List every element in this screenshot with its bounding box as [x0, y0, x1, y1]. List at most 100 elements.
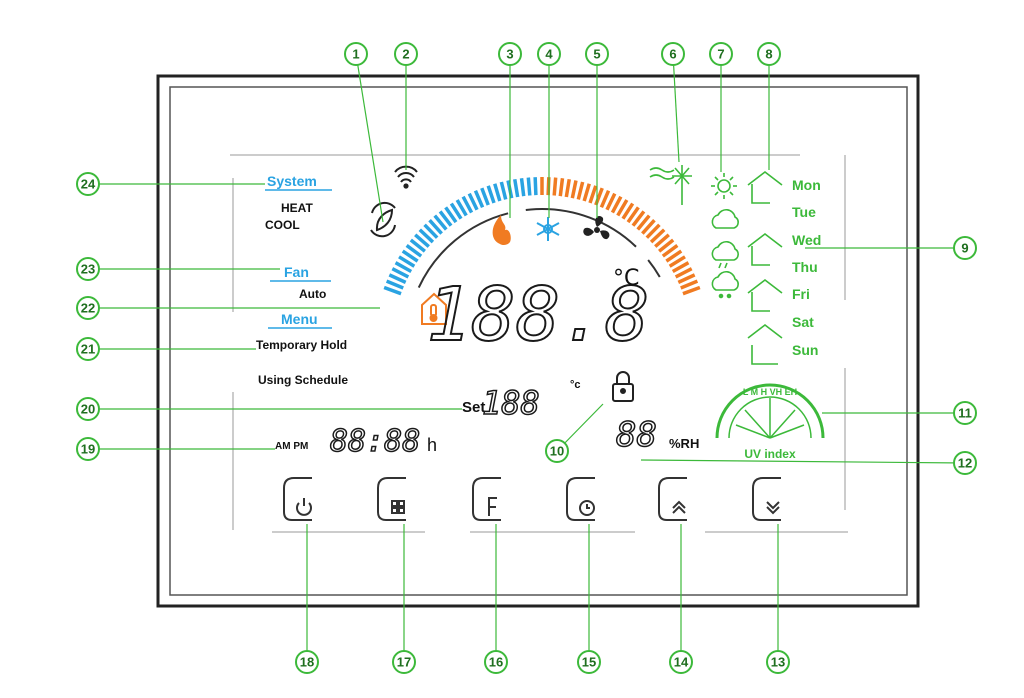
- callout-leader: [355, 53, 384, 223]
- chevron-down-icon: [766, 501, 780, 515]
- gauge-segment: [677, 273, 696, 284]
- callout-circle: [709, 42, 733, 66]
- callout-number: 5: [593, 47, 600, 62]
- callout-circle: [766, 650, 790, 674]
- left-panel: System HEAT COOL Fan Auto Menu Temporary…: [256, 173, 348, 387]
- uv-index-label: UV index: [744, 447, 796, 461]
- gauge-segment: [519, 178, 526, 197]
- down-button[interactable]: [752, 477, 781, 521]
- callout-circle: [953, 451, 977, 475]
- gauge-inner-arc: [417, 208, 661, 288]
- callout-number: 20: [81, 402, 95, 417]
- set-temperature-unit: °c: [570, 379, 581, 391]
- gauge-segment: [658, 238, 675, 253]
- gauge-segment: [674, 267, 693, 279]
- gauge-segment: [423, 223, 439, 239]
- day-label: Fri: [792, 286, 810, 302]
- leaf-icon: [370, 201, 396, 238]
- device-screen: [169, 86, 908, 596]
- callout-number: 12: [958, 456, 972, 471]
- set-label: Set: [462, 399, 485, 416]
- gauge-segment: [428, 218, 443, 235]
- callout-circle: [669, 650, 693, 674]
- gauge-segment: [616, 199, 629, 217]
- gauge-segment: [398, 255, 416, 268]
- menu-button[interactable]: [377, 477, 406, 521]
- clock-button[interactable]: [566, 477, 595, 521]
- gauge-segment: [388, 273, 407, 284]
- uv-scale: L M H VH EH: [743, 387, 797, 397]
- callout-circle: [295, 650, 319, 674]
- gauge-segment: [605, 192, 617, 211]
- callout-number: 14: [674, 655, 689, 670]
- humidity-unit: %RH: [669, 436, 699, 451]
- callout-number: 23: [81, 262, 95, 277]
- power-button[interactable]: [283, 477, 312, 521]
- uv-index-gauge: L M H VH EH UV index: [715, 383, 825, 461]
- callout-number: 16: [489, 655, 503, 670]
- day-label: Sat: [792, 314, 814, 330]
- callout-number: 15: [582, 655, 596, 670]
- gauge-segment: [641, 218, 656, 235]
- day-label: Mon: [792, 177, 821, 193]
- callout-circle: [484, 650, 508, 674]
- callout-number: 24: [81, 177, 96, 192]
- callout-circle: [76, 296, 100, 320]
- heat-text: HEAT: [281, 201, 313, 215]
- gauge-segment: [671, 261, 690, 274]
- fan-label: Fan: [284, 264, 309, 280]
- callout-number: 10: [550, 444, 564, 459]
- set-temperature-digits: 188: [482, 384, 540, 422]
- clock-ampm: AM PM: [275, 441, 308, 452]
- gauge-segment: [499, 181, 508, 200]
- callout-number: 19: [81, 442, 95, 457]
- gauge-segment: [621, 202, 635, 220]
- gauge-segment: [582, 183, 591, 202]
- callout-circle: [545, 439, 569, 463]
- gauge-segment: [570, 180, 578, 199]
- temperature-gauge-ring: [383, 177, 701, 296]
- gauge-segment: [636, 214, 651, 231]
- callout-circle: [392, 650, 416, 674]
- gauge-segment: [533, 177, 538, 196]
- callout-number: 7: [717, 47, 724, 62]
- f-button[interactable]: [472, 477, 501, 521]
- chevron-up-icon: [672, 500, 686, 514]
- callout-circle: [498, 42, 522, 66]
- gauge-segment: [649, 228, 666, 244]
- callout-number: 17: [397, 655, 411, 670]
- callout-circle: [344, 42, 368, 66]
- gauge-segment: [558, 178, 565, 197]
- main-temperature-unit: °C: [613, 266, 639, 291]
- f-icon: [488, 497, 497, 516]
- gauge-segment: [552, 177, 558, 196]
- fan-icon: [583, 216, 610, 240]
- callout-circle: [757, 42, 781, 66]
- gauge-segment: [599, 190, 611, 208]
- callout-leader: [640, 459, 966, 464]
- gauge-segment: [654, 233, 670, 248]
- menu-label: Menu: [281, 311, 318, 327]
- power-icon: [296, 498, 312, 516]
- gauge-segment: [626, 206, 640, 224]
- lock-icon: [612, 371, 634, 402]
- gauge-segment: [668, 255, 686, 268]
- gauge-segment: [449, 202, 463, 220]
- humidity-digits: 88: [616, 415, 657, 455]
- callout-number: 22: [81, 301, 95, 316]
- using-schedule-text: Using Schedule: [258, 373, 348, 387]
- temporary-hold-text: Temporary Hold: [256, 338, 347, 352]
- callout-number: 4: [545, 47, 553, 62]
- callout-circle: [577, 650, 601, 674]
- house-temp-icon: [421, 292, 447, 325]
- gauge-segment: [418, 228, 435, 244]
- callout-circle: [76, 257, 100, 281]
- gauge-segment: [401, 249, 419, 263]
- callout-circle: [394, 42, 418, 66]
- gauge-segment: [645, 223, 661, 239]
- gauge-segment: [665, 249, 683, 263]
- up-button[interactable]: [658, 477, 687, 521]
